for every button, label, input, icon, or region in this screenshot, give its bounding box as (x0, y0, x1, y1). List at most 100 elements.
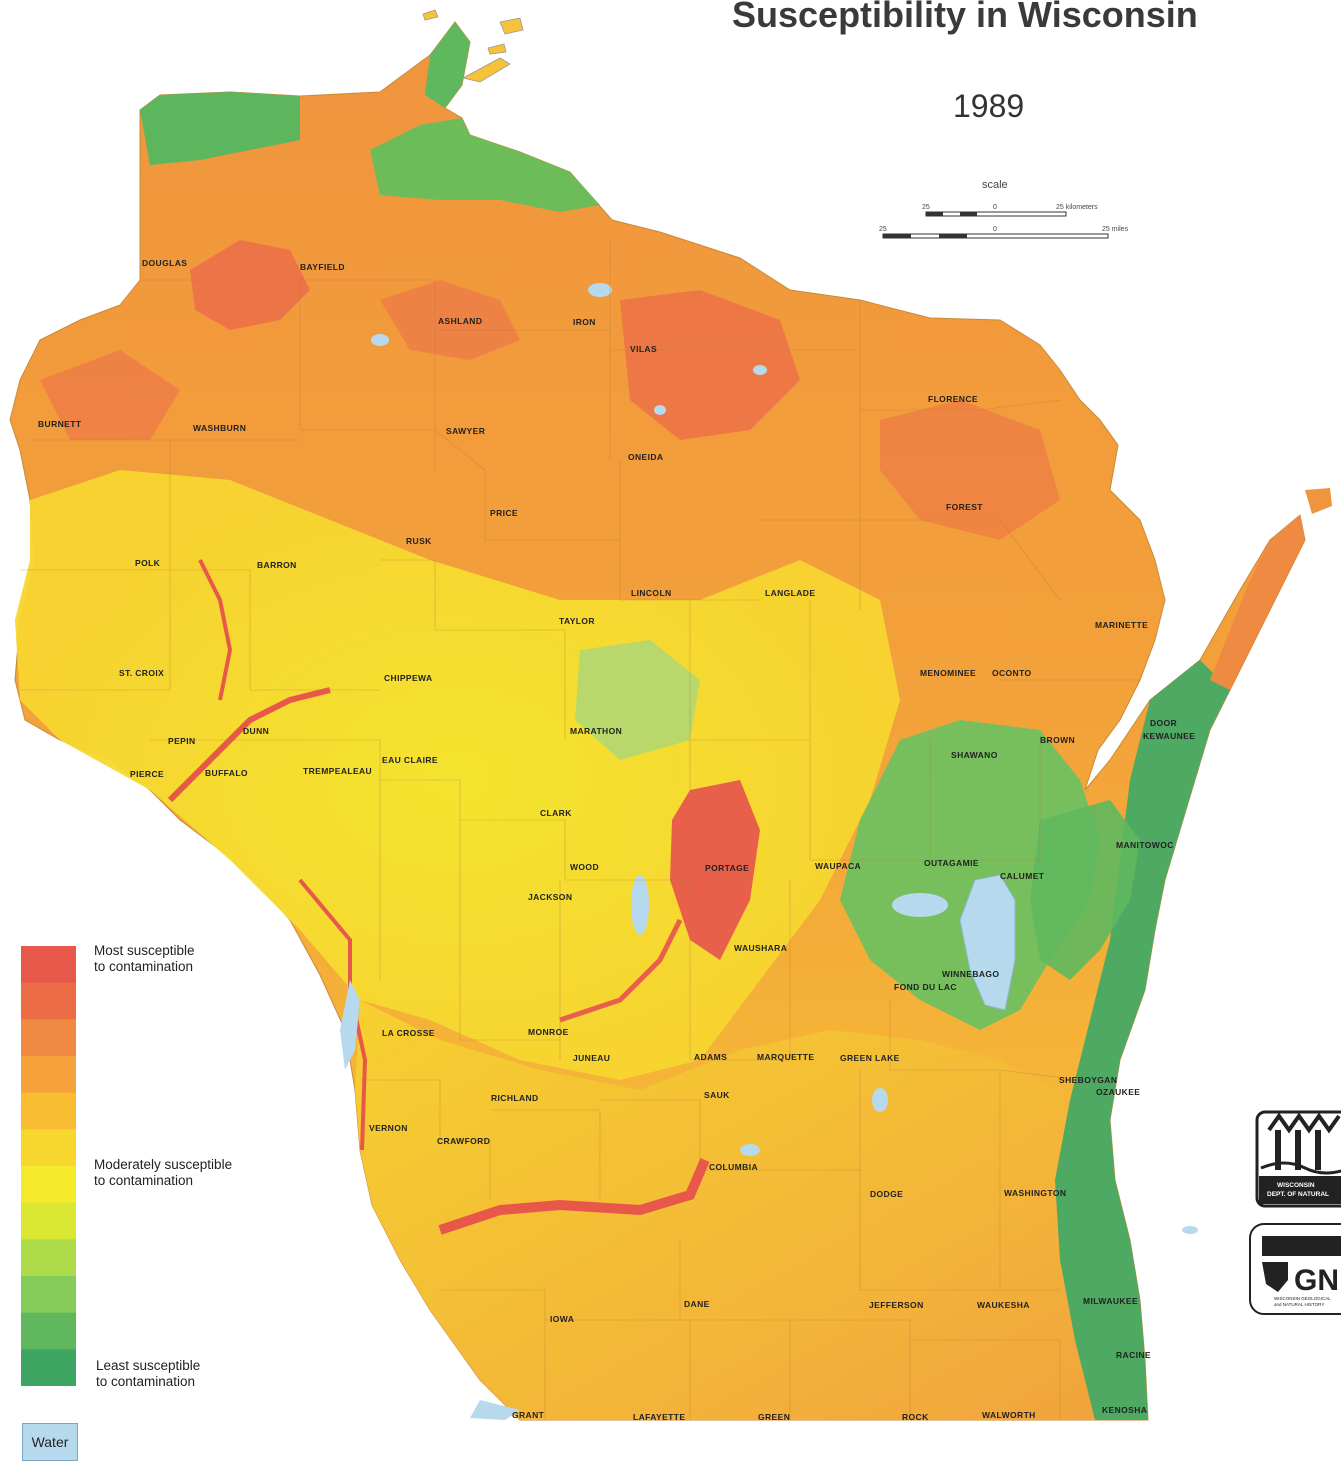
legend-swatch (21, 1129, 76, 1167)
county-label: SHAWANO (951, 750, 998, 760)
legend-swatch (21, 946, 76, 984)
county-label: OZAUKEE (1096, 1087, 1140, 1097)
county-label: CLARK (540, 808, 572, 818)
county-label: WASHBURN (193, 423, 246, 433)
county-label: GREEN (758, 1412, 790, 1422)
county-label: MANITOWOC (1116, 840, 1174, 850)
county-label: WAUPACA (815, 861, 861, 871)
county-label: MARATHON (570, 726, 622, 736)
scale-mi-zero: 0 (993, 226, 997, 233)
county-label: DUNN (243, 726, 269, 736)
county-label: OUTAGAMIE (924, 858, 979, 868)
legend-color-ramp (21, 946, 76, 1386)
county-label: MENOMINEE (920, 668, 976, 678)
county-label: LANGLADE (765, 588, 815, 598)
county-label: WAUKESHA (977, 1300, 1030, 1310)
county-label: SHEBOYGAN (1059, 1075, 1117, 1085)
county-label: PIERCE (130, 769, 164, 779)
county-label: BUFFALO (205, 768, 248, 778)
geological-survey-letters: GN (1294, 1264, 1339, 1297)
map-title: Susceptibility in Wisconsin (732, 0, 1198, 35)
county-label: WOOD (570, 862, 599, 872)
county-label: BROWN (1040, 735, 1075, 745)
county-label: PRICE (490, 508, 518, 518)
county-label: SAWYER (446, 426, 485, 436)
dnr-logo-text: WISCONSIN DEPT. OF NATURAL (1267, 1182, 1329, 1198)
legend-swatch (21, 1239, 76, 1277)
county-label: GRANT (512, 1410, 545, 1420)
legend-swatch (21, 1202, 76, 1240)
legend-swatch (21, 1092, 76, 1130)
county-label: CALUMET (1000, 871, 1045, 881)
county-label: PORTAGE (705, 863, 749, 873)
county-label: ST. CROIX (119, 668, 164, 678)
legend-swatch (21, 1349, 76, 1386)
legend-least-label: Least susceptible to contamination (96, 1358, 201, 1389)
county-label: DODGE (870, 1189, 903, 1199)
geological-survey-caption: WISCONSIN GEOLOGICAL and NATURAL HISTORY (1274, 1296, 1332, 1307)
county-label: WASHINGTON (1004, 1188, 1066, 1198)
map-year: 1989 (953, 88, 1025, 124)
county-label: KEWAUNEE (1143, 731, 1195, 741)
county-label: JEFFERSON (869, 1300, 924, 1310)
county-label: MARINETTE (1095, 620, 1148, 630)
county-label: TAYLOR (559, 616, 595, 626)
county-label: ONEIDA (628, 452, 663, 462)
county-label: FOREST (946, 502, 983, 512)
legend-swatch (21, 1056, 76, 1094)
county-label: VILAS (630, 344, 657, 354)
county-label: WAUSHARA (734, 943, 787, 953)
legend-swatch (21, 1312, 76, 1350)
county-label: FOND DU LAC (894, 982, 957, 992)
county-label: MARQUETTE (757, 1052, 814, 1062)
county-label: DOUGLAS (142, 258, 187, 268)
county-label: LA CROSSE (382, 1028, 435, 1038)
scale-km-zero: 0 (993, 204, 997, 211)
county-label: IOWA (550, 1314, 574, 1324)
county-label: BAYFIELD (300, 262, 345, 272)
county-label: CHIPPEWA (384, 673, 433, 683)
legend-most-label: Most susceptible to contamination (94, 943, 195, 974)
county-label: DOOR (1150, 718, 1177, 728)
county-label: COLUMBIA (709, 1162, 758, 1172)
county-label: TREMPEALEAU (303, 766, 372, 776)
county-label: RACINE (1116, 1350, 1151, 1360)
legend-water-swatch: Water (22, 1423, 78, 1461)
county-label: OCONTO (992, 668, 1032, 678)
county-label: JUNEAU (573, 1053, 610, 1063)
county-label: LAFAYETTE (633, 1412, 685, 1422)
scale-km-left: 25 (922, 204, 930, 211)
county-label: IRON (573, 317, 596, 327)
county-label: RICHLAND (491, 1093, 539, 1103)
county-label: BURNETT (38, 419, 82, 429)
county-label: CRAWFORD (437, 1136, 490, 1146)
geological-survey-logo: GN WISCONSIN GEOLOGICAL and NATURAL HIST… (1249, 1223, 1341, 1315)
county-label: ADAMS (694, 1052, 727, 1062)
county-label: POLK (135, 558, 161, 568)
legend-swatch (21, 1166, 76, 1204)
county-label: DANE (684, 1299, 710, 1309)
county-label: VERNON (369, 1123, 408, 1133)
county-label: LINCOLN (631, 588, 672, 598)
county-label: WALWORTH (982, 1410, 1036, 1420)
scale-mi-right: 25 miles (1102, 226, 1129, 233)
county-boundaries (20, 240, 1140, 1420)
county-label: KENOSHA (1102, 1405, 1147, 1415)
county-label: MILWAUKEE (1083, 1296, 1138, 1306)
legend-swatch (21, 1019, 76, 1057)
county-label: FLORENCE (928, 394, 978, 404)
scale-mi-left: 25 (879, 226, 887, 233)
legend-swatch (21, 982, 76, 1020)
dnr-logo: WISCONSIN DEPT. OF NATURAL (1255, 1110, 1341, 1208)
legend-swatch (21, 1276, 76, 1314)
legend-moderate-label: Moderately susceptible to contamination (94, 1157, 233, 1188)
county-label: EAU CLAIRE (382, 755, 438, 765)
county-label: BARRON (257, 560, 297, 570)
county-label: PEPIN (168, 736, 196, 746)
county-label: ASHLAND (438, 316, 482, 326)
county-label: MONROE (528, 1027, 569, 1037)
scale-bar: scale 25 0 25 kilometers 25 0 25 miles (879, 179, 1129, 239)
county-label: GREEN LAKE (840, 1053, 900, 1063)
county-labels: DOUGLAS BAYFIELD ASHLAND IRON VILAS FLORENCE B… (38, 258, 1195, 1422)
